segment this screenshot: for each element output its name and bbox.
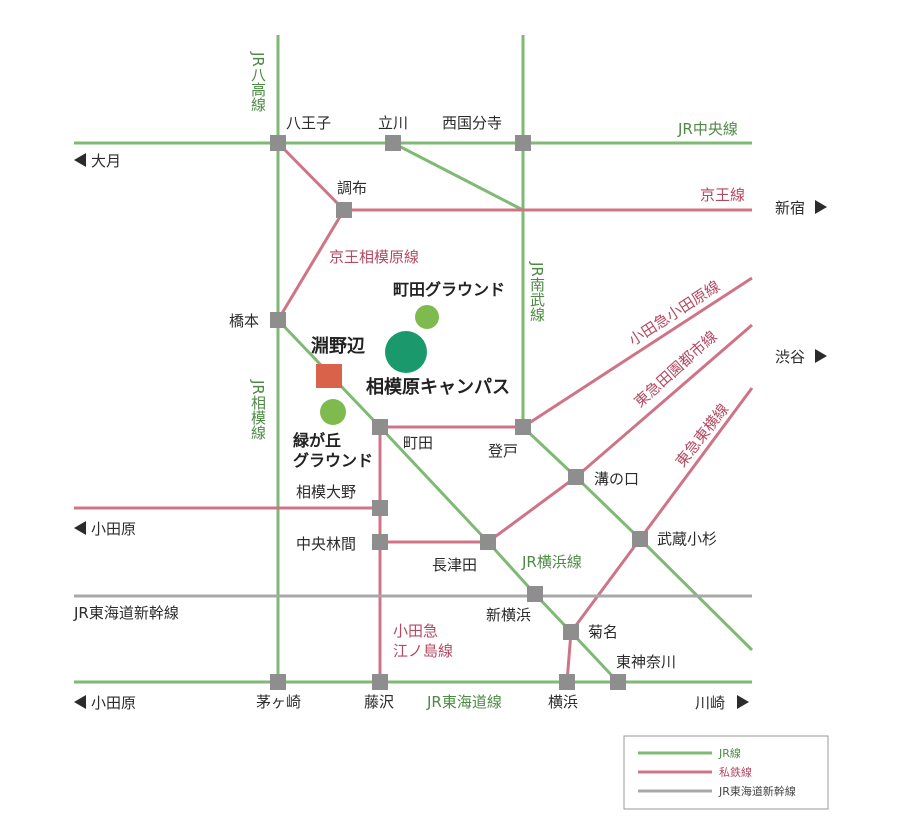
keio-sagamihara-line bbox=[276, 141, 346, 321]
station-sagami-ono bbox=[372, 500, 388, 516]
stations bbox=[270, 135, 648, 690]
dir-shibuya: 渋谷 bbox=[775, 348, 805, 366]
private-lines bbox=[74, 141, 754, 683]
station-yokohama bbox=[559, 674, 575, 690]
station-noborito bbox=[515, 419, 531, 435]
label-mizonokuchi: 溝の口 bbox=[594, 470, 639, 488]
midorigaoka-ground-label-1: 緑が丘 bbox=[293, 431, 341, 450]
label-hachioji: 八王子 bbox=[286, 114, 331, 132]
label-nagatsuta: 長津田 bbox=[432, 556, 477, 574]
label-higashikanagawa: 東神奈川 bbox=[616, 653, 676, 671]
station-mizonokuchi bbox=[568, 469, 584, 485]
legend: JR線 私鉄線 JR東海道新幹線 bbox=[623, 735, 829, 810]
label-jr-sagami: JR相模線 bbox=[249, 379, 267, 440]
label-tokyu-toyoko: 東急東横線 bbox=[672, 400, 732, 470]
label-keio: 京王線 bbox=[700, 186, 745, 204]
label-chigasaki: 茅ヶ崎 bbox=[256, 693, 301, 711]
dir-otsuki: 大月 bbox=[91, 152, 121, 170]
direction-labels: 大月 新宿 渋谷 小田原 小田原 川崎 bbox=[74, 152, 827, 712]
label-shin-yokohama: 新横浜 bbox=[486, 606, 531, 624]
station-machida bbox=[372, 419, 388, 435]
label-noborito: 登戸 bbox=[488, 442, 518, 460]
station-fujisawa bbox=[372, 674, 388, 690]
sagamihara-campus-marker bbox=[385, 331, 427, 373]
label-kikuna: 菊名 bbox=[588, 623, 618, 641]
station-shin-yokohama bbox=[527, 586, 543, 602]
label-jr-hachiko: JR八高線 bbox=[249, 51, 267, 112]
jr-musashino-link bbox=[392, 141, 524, 212]
label-jr-yokohama: JR横浜線 bbox=[521, 553, 582, 571]
station-chofu bbox=[336, 202, 352, 218]
label-jr-nambu: JR南武線 bbox=[528, 261, 546, 322]
label-tokaido-shinkansen: JR東海道新幹線 bbox=[73, 604, 179, 622]
label-machida: 町田 bbox=[403, 434, 433, 452]
arrow-right-icon bbox=[737, 695, 749, 709]
station-kikuna bbox=[563, 624, 579, 640]
station-nagatsuta bbox=[480, 534, 496, 550]
dir-shinjuku: 新宿 bbox=[775, 199, 805, 217]
arrow-left-icon bbox=[74, 521, 86, 535]
label-keio-sagamihara: 京王相模原線 bbox=[329, 248, 419, 266]
label-odakyu-enoshima-1: 小田急 bbox=[393, 622, 438, 640]
arrow-left-icon bbox=[74, 695, 86, 709]
arrow-left-icon bbox=[74, 153, 86, 167]
label-fujisawa: 藤沢 bbox=[364, 693, 394, 711]
midorigaoka-ground-label-2: グラウンド bbox=[293, 451, 373, 470]
arrow-right-icon bbox=[815, 349, 827, 363]
midorigaoka-ground-marker bbox=[320, 399, 346, 425]
station-chigasaki bbox=[270, 674, 286, 690]
legend-private-label: 私鉄線 bbox=[719, 765, 752, 779]
label-chofu: 調布 bbox=[337, 179, 367, 197]
label-odakyu-enoshima-2: 江ノ島線 bbox=[393, 642, 453, 660]
label-hashimoto: 橋本 bbox=[229, 312, 259, 330]
station-musashikosugi bbox=[632, 531, 648, 547]
label-sagami-ono: 相模大野 bbox=[296, 483, 356, 501]
station-higashikanagawa bbox=[610, 674, 626, 690]
station-labels: 八王子 立川 西国分寺 調布 橋本 町田 登戸 溝の口 相模大野 中央林間 長津… bbox=[229, 114, 717, 711]
fuchinobe-marker bbox=[316, 364, 342, 388]
machida-ground-marker bbox=[415, 305, 439, 329]
dir-kawasaki: 川崎 bbox=[695, 694, 725, 712]
sagamihara-campus-label: 相模原キャンパス bbox=[366, 376, 510, 398]
label-chuo-rinkan: 中央林間 bbox=[296, 535, 356, 553]
station-tachikawa bbox=[385, 135, 401, 151]
dir-odawara-upper: 小田原 bbox=[91, 520, 136, 538]
legend-shinkansen-label: JR東海道新幹線 bbox=[718, 784, 796, 798]
station-hashimoto bbox=[270, 312, 286, 328]
station-nishikokubunji bbox=[515, 135, 531, 151]
legend-jr-label: JR線 bbox=[718, 746, 741, 760]
arrow-right-icon bbox=[815, 200, 827, 214]
label-nishikokubunji: 西国分寺 bbox=[442, 114, 502, 132]
station-chuo-rinkan bbox=[372, 534, 388, 550]
machida-ground-label: 町田グラウンド bbox=[393, 280, 505, 299]
station-hachioji bbox=[270, 135, 286, 151]
tokyu-toyoko-line bbox=[565, 387, 754, 683]
places: 淵野辺 相模原キャンパス 町田グラウンド 緑が丘 グラウンド bbox=[293, 280, 510, 470]
label-tachikawa: 立川 bbox=[378, 114, 408, 132]
label-musashikosugi: 武蔵小杉 bbox=[657, 530, 717, 548]
label-jr-tokaido: JR東海道線 bbox=[426, 693, 502, 711]
jr-yokohama-line bbox=[276, 318, 620, 684]
label-yokohama: 横浜 bbox=[548, 693, 578, 711]
dir-odawara-lower: 小田原 bbox=[91, 694, 136, 712]
fuchinobe-label: 淵野辺 bbox=[311, 336, 365, 357]
odakyu-odawara-line-east bbox=[522, 276, 753, 429]
tokyu-denentoshi-line bbox=[380, 323, 753, 544]
label-jr-chuo: JR中央線 bbox=[677, 120, 738, 138]
